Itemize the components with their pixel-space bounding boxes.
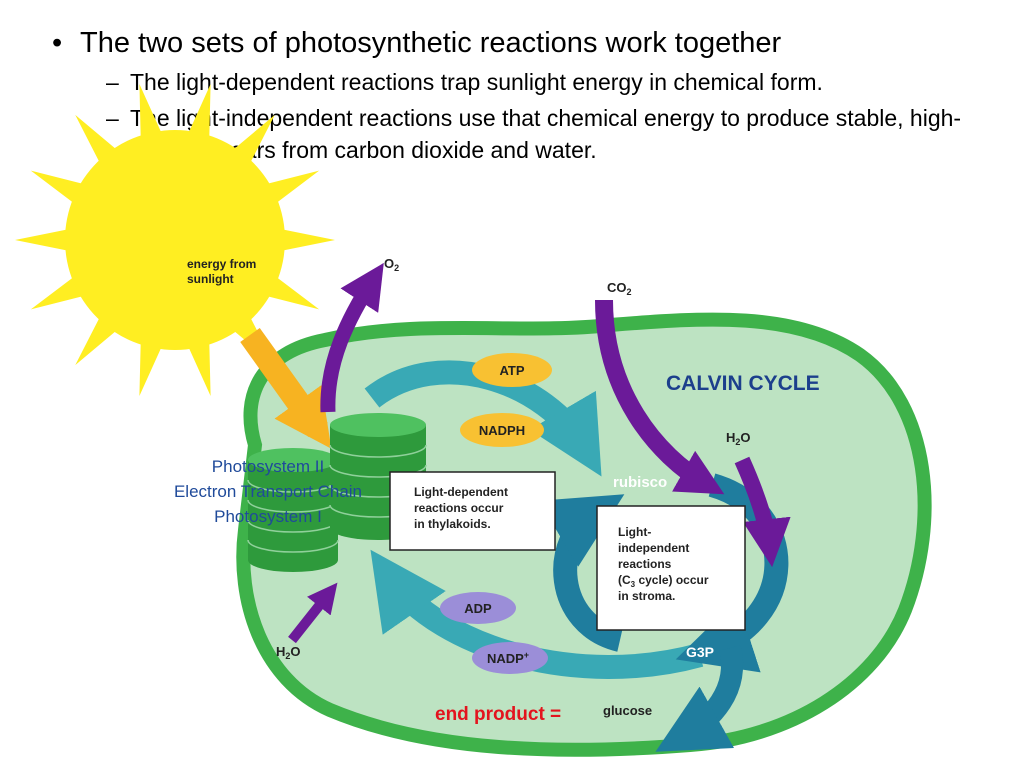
water-label-top: H2O (726, 430, 751, 447)
sub-bullet-text: The light-dependent reactions trap sunli… (130, 69, 823, 95)
stroma-box-line1: Light- (618, 525, 651, 539)
atp-pill: ATP (472, 353, 552, 387)
nadp-label: NADP+ (487, 650, 529, 666)
g3p-label: G3P (686, 644, 714, 660)
water-arrow-bottom (288, 582, 338, 644)
bullet-main-text: The two sets of photosynthetic reactions… (80, 27, 782, 59)
light-box-line1: Light-dependent (414, 485, 508, 499)
glucose-label: glucose (603, 703, 652, 718)
light-dependent-box (389, 471, 556, 551)
light-box-line2: reactions occur (414, 501, 504, 515)
adp-pill: ADP (440, 592, 516, 624)
nadph-pill: NADPH (460, 413, 544, 447)
dash: – (106, 105, 119, 131)
adp-label: ADP (464, 601, 492, 616)
sun-label-line2: sunlight (187, 272, 234, 286)
calvin-cycle-title: CALVIN CYCLE (666, 372, 820, 395)
photosystem-i-label: Photosystem I (214, 507, 322, 526)
sun-label-line1: energy from (187, 257, 256, 271)
oxygen-arrow (320, 262, 384, 413)
light-box-line3: in thylakoids. (414, 517, 491, 531)
electron-transport-chain-label: Electron Transport Chain (174, 482, 362, 501)
atp-label: ATP (499, 363, 524, 378)
bullet-main: • The two sets of photosynthetic reactio… (52, 24, 1012, 62)
photosystem-ii-label: Photosystem II (212, 457, 324, 476)
stroma-box-line3: reactions (618, 557, 672, 571)
bullet-dot: • (52, 27, 63, 59)
nadp-pill: NADP+ (472, 642, 548, 674)
glucose-output-arrow (655, 645, 743, 752)
oxygen-label: O2 (384, 256, 399, 273)
end-product-label: end product = (435, 704, 561, 725)
light-independent-box (596, 505, 746, 631)
rubisco-label: rubisco (613, 474, 667, 491)
stroma-box-line5: in stroma. (618, 589, 675, 603)
sub-bullet-light-dependent: – The light-dependent reactions trap sun… (52, 66, 1012, 98)
stroma-box-line4: (C3 cycle) occur (618, 573, 709, 589)
calvin-cycle-ring-left (538, 494, 625, 652)
water-arrow-top (734, 456, 791, 568)
nadph-label: NADPH (479, 423, 525, 438)
thylakoid-stack-left (247, 448, 339, 572)
stroma-box-line2: independent (618, 541, 689, 555)
water-label-bottom: H2O (276, 644, 301, 661)
sunlight-arrow (240, 328, 332, 449)
dash: – (106, 69, 119, 95)
co2-arrow (595, 299, 725, 495)
co2-label: CO2 (607, 280, 632, 297)
sun-icon (15, 84, 335, 396)
